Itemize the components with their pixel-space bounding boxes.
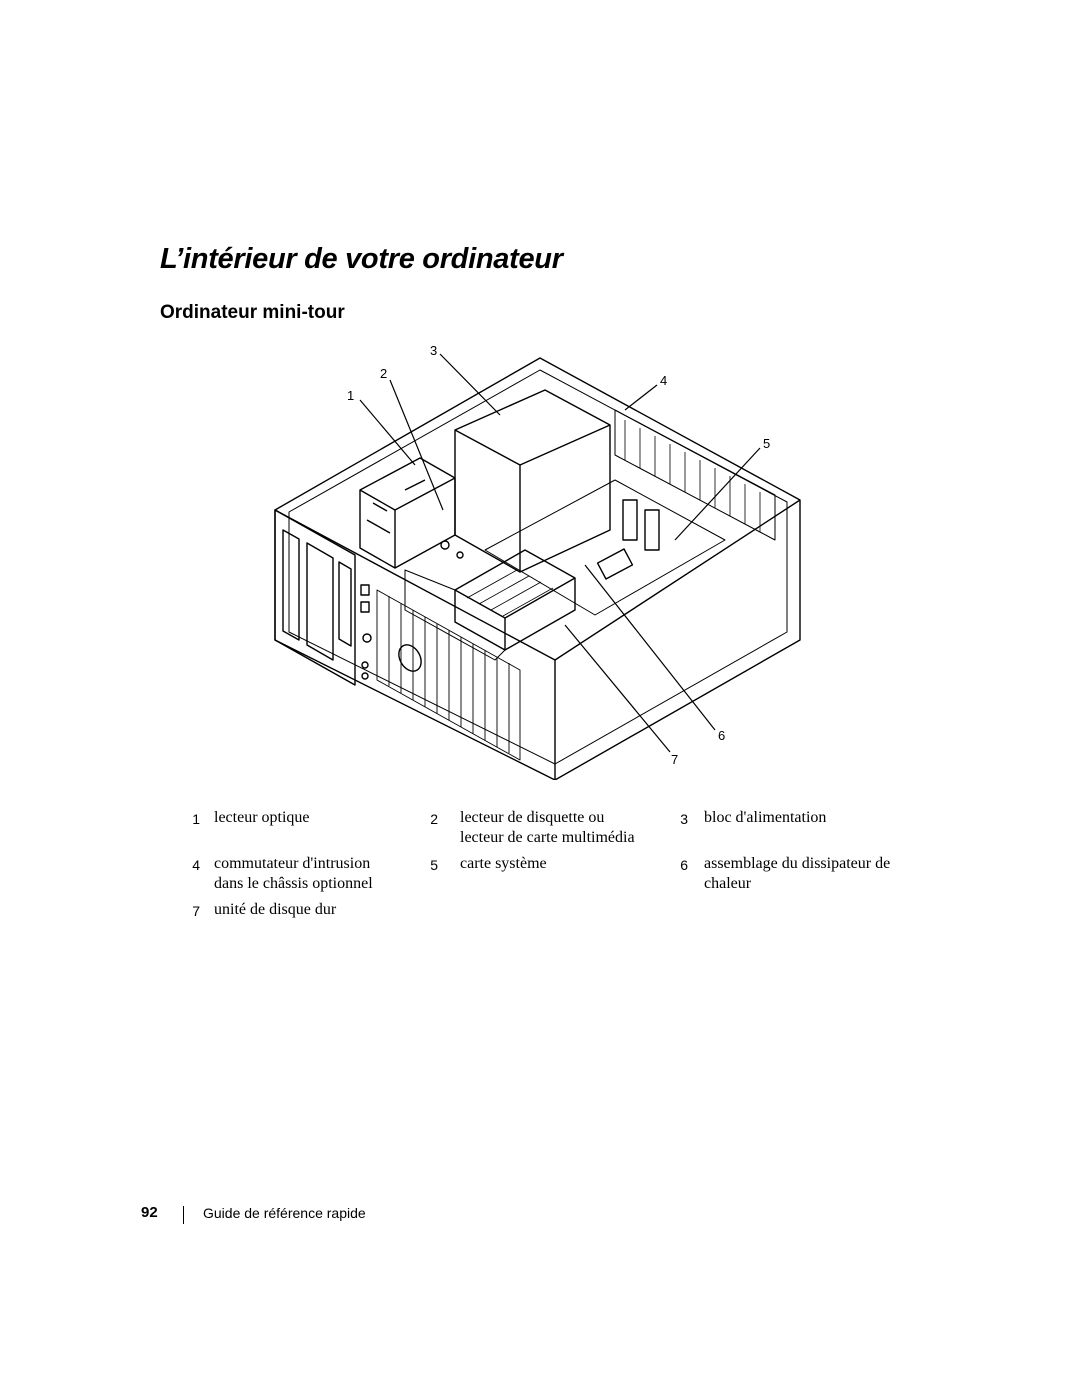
legend-number: 6	[680, 857, 688, 873]
legend-text: assemblage du dissipateur de chaleur	[704, 855, 891, 892]
legend-row: 7 unité de disque dur	[180, 900, 910, 946]
callout-7: 7	[671, 752, 678, 767]
legend-number: 7	[192, 903, 200, 919]
section-subheading: Ordinateur mini-tour	[160, 302, 345, 323]
callout-5: 5	[763, 436, 770, 451]
chassis-outline	[274, 357, 801, 780]
side-vent	[376, 589, 521, 761]
page-footer: 92 Guide de référence rapide	[0, 1204, 1080, 1228]
legend-text: lecteur optique	[214, 809, 310, 826]
legend-text: unité de disque dur	[214, 901, 337, 918]
legend-text: commutateur d'intrusion dans le châssis …	[214, 855, 373, 892]
brand-logo	[398, 644, 422, 672]
callout-6: 6	[718, 728, 725, 743]
legend-number: 1	[192, 811, 200, 827]
legend-text: bloc d'alimentation	[704, 809, 827, 826]
legend-number: 3	[680, 811, 688, 827]
legend-text: lecteur de disquette ou lecteur de carte…	[460, 809, 635, 846]
drive-bay	[359, 457, 456, 569]
callout-1: 1	[347, 388, 354, 403]
front-panel	[274, 509, 356, 686]
legend-number: 5	[430, 857, 438, 873]
page-number: 92	[141, 1204, 158, 1221]
callout-leaders	[359, 353, 761, 753]
figure-legend: 1 lecteur optique 2 lecteur de disquette…	[180, 808, 910, 946]
legend-number: 4	[192, 857, 200, 873]
power-supply	[454, 389, 611, 573]
footer-title: Guide de référence rapide	[203, 1205, 366, 1221]
legend-row: 1 lecteur optique 2 lecteur de disquette…	[180, 808, 910, 854]
page-heading: L’intérieur de votre ordinateur	[160, 243, 563, 275]
legend-text: carte système	[460, 855, 547, 872]
footer-divider	[183, 1206, 184, 1224]
callout-2: 2	[380, 366, 387, 381]
legend-number: 2	[430, 811, 438, 827]
rear-io	[614, 409, 776, 541]
callout-3: 3	[430, 343, 437, 358]
hard-drive	[404, 569, 506, 661]
callout-4: 4	[660, 373, 667, 388]
computer-interior-illustration: 1 2 3 4 5 6 7	[274, 343, 801, 780]
legend-row: 4 commutateur d'intrusion dans le châssi…	[180, 854, 910, 900]
system-board	[484, 479, 726, 616]
